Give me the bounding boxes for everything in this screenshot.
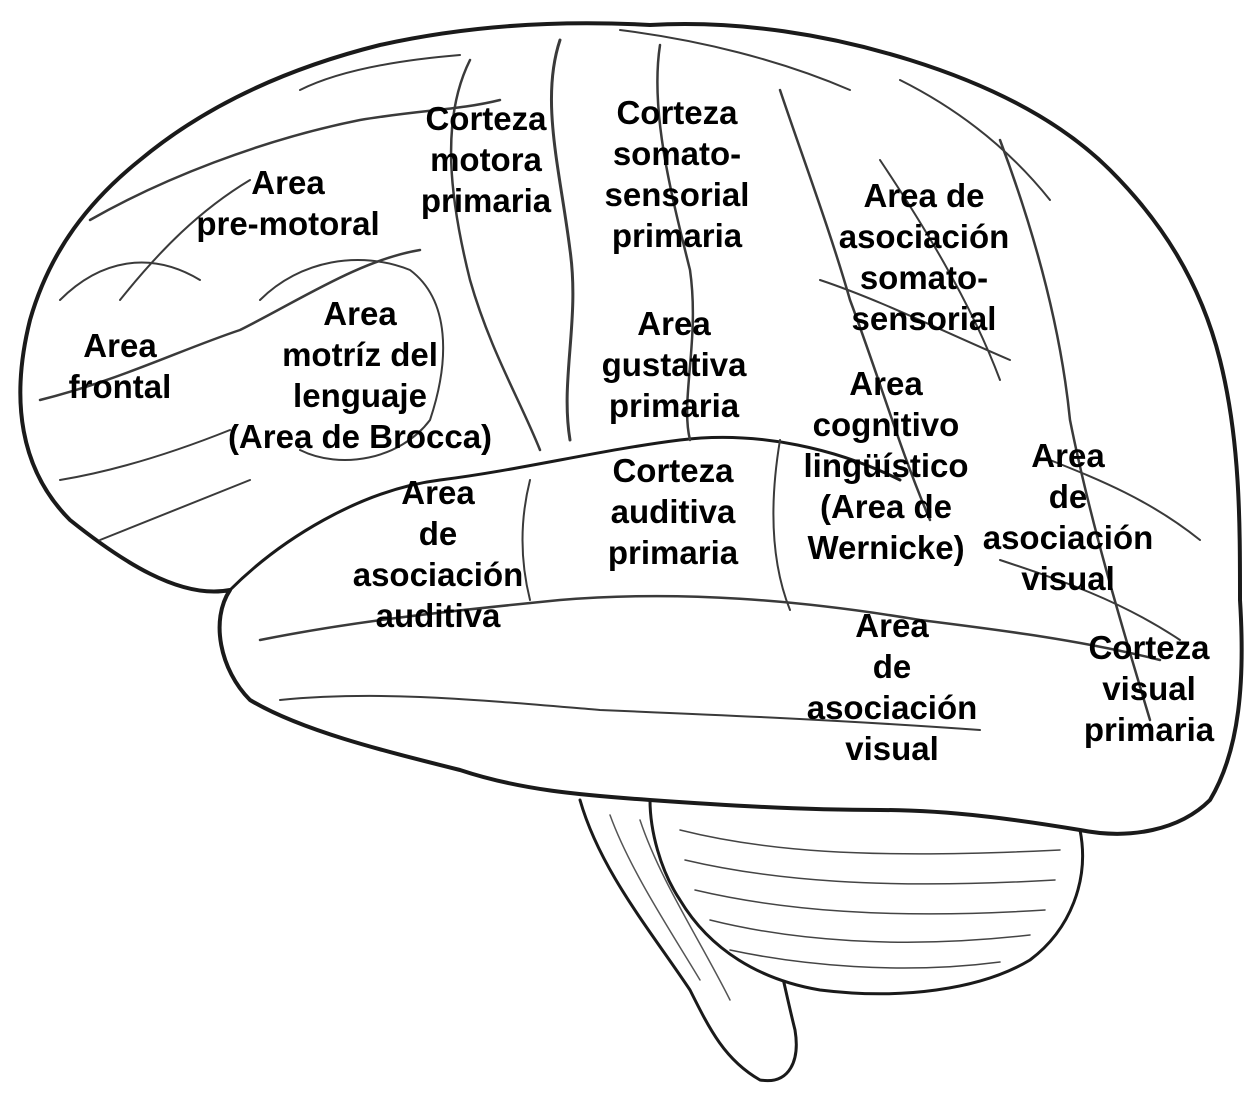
label-line: pre-motoral <box>196 205 380 242</box>
label-line: Area <box>849 365 923 402</box>
label-primary-visual-cortex: Corteza visual primaria <box>1084 627 1214 750</box>
label-line: lenguaje <box>293 377 427 414</box>
label-line: Area <box>323 295 397 332</box>
label-line: de <box>1048 478 1088 515</box>
label-line: Area <box>855 607 929 644</box>
label-line: auditiva <box>610 493 736 530</box>
label-line: Corteza <box>612 452 734 489</box>
label-line: lingüístico <box>803 447 969 484</box>
label-line: asociación <box>806 689 978 726</box>
frontal-sulcus-lower <box>38 248 422 402</box>
occipital-gyrus <box>999 459 1201 641</box>
label-line: Area <box>637 305 711 342</box>
label-line: de <box>418 515 458 552</box>
label-line: visual <box>845 730 939 767</box>
label-frontal-area: Area frontal <box>69 325 172 407</box>
postcentral-sulcus <box>656 43 695 442</box>
label-primary-auditory-cortex: Corteza auditiva primaria <box>608 450 738 573</box>
label-line: (Area de Brocca) <box>227 418 493 455</box>
label-line: primaria <box>611 217 743 254</box>
label-line: primaria <box>607 534 739 571</box>
label-line: asociación <box>838 218 1010 255</box>
brainstem-detail <box>609 814 731 1001</box>
label-line: asociación <box>982 519 1154 556</box>
top-gyrus <box>299 29 1051 201</box>
label-primary-motor-cortex: Corteza motora primaria <box>421 98 551 221</box>
label-line: Area <box>251 164 325 201</box>
cerebrum-outline <box>18 21 1244 836</box>
label-line: primaria <box>1083 711 1215 748</box>
label-line: gustativa <box>601 346 747 383</box>
label-line: auditiva <box>375 597 501 634</box>
label-line: (Area de <box>819 488 953 525</box>
superior-temporal-sulcus <box>258 594 1162 662</box>
label-primary-gustatory-area: Area gustativa primaria <box>602 303 747 426</box>
central-sulcus <box>549 38 575 442</box>
label-line: frontal <box>68 368 172 405</box>
parietal-gyrus <box>819 159 1011 381</box>
brainstem-outline <box>578 798 798 1083</box>
label-line: primaria <box>608 387 740 424</box>
frontal-gyrus <box>59 179 251 301</box>
broca-gyrus <box>259 259 445 461</box>
label-line: visual <box>1021 560 1115 597</box>
label-broca-area: Area motríz del lenguaje (Area de Brocca… <box>228 293 492 457</box>
label-line: Corteza <box>425 100 547 137</box>
label-premotor-area: Area pre-motoral <box>196 162 379 244</box>
inferior-temporal-sulcus <box>279 694 981 731</box>
label-line: de <box>872 648 912 685</box>
auditory-gyrus <box>521 439 791 611</box>
frontal-sulcus-upper <box>88 98 502 222</box>
label-line: Area <box>401 474 475 511</box>
label-line: primaria <box>420 182 552 219</box>
label-line: somato- <box>859 259 989 296</box>
label-line: Corteza <box>616 94 738 131</box>
label-line: motríz del <box>282 336 438 373</box>
label-line: asociación <box>352 556 524 593</box>
label-line: motora <box>430 141 542 178</box>
parietal-sulcus <box>778 88 932 522</box>
label-line: Area <box>1031 437 1105 474</box>
label-primary-somatosensory-cortex: Corteza somato- sensorial primaria <box>605 92 750 256</box>
label-line: somato- <box>612 135 742 172</box>
occipital-sulcus <box>998 138 1152 722</box>
temporal-lobe-outline <box>228 435 902 592</box>
precentral-sulcus <box>449 58 542 452</box>
label-line: Area de <box>863 177 985 214</box>
label-line: visual <box>1102 670 1196 707</box>
label-wernicke-area: Area cognitivo lingüístico (Area de Wern… <box>804 363 969 568</box>
label-line: cognitivo <box>812 406 960 443</box>
label-line: Wernicke) <box>807 529 965 566</box>
label-visual-association-area-upper: Area de asociación visual <box>983 435 1154 599</box>
label-line: sensorial <box>851 300 997 337</box>
label-visual-association-area-lower: Area de asociación visual <box>807 605 978 769</box>
label-line: Corteza <box>1088 629 1210 666</box>
lower-frontal-gyrus <box>59 429 251 541</box>
label-auditory-association-area: Area de asociación auditiva <box>353 472 524 636</box>
cerebellum-folia <box>679 829 1061 969</box>
label-line: Area <box>83 327 157 364</box>
label-somatosensory-association-area: Area de asociación somato- sensorial <box>839 175 1010 339</box>
label-line: sensorial <box>604 176 750 213</box>
